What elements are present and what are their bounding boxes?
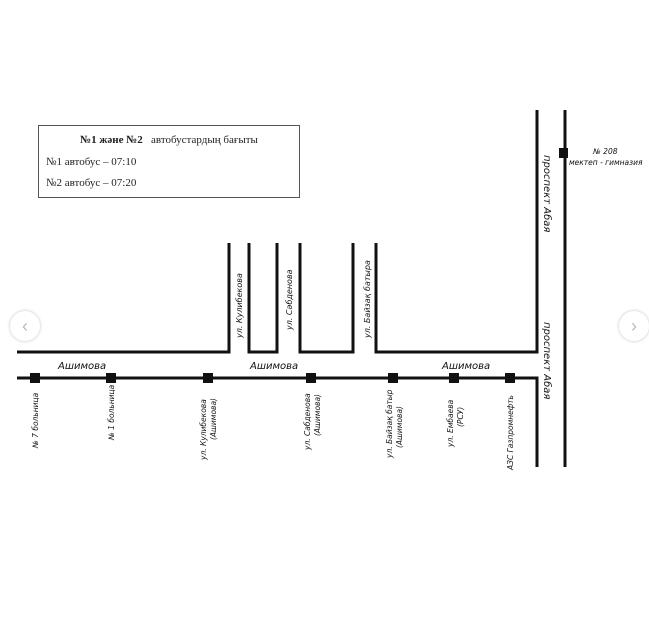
school-label: мектеп - гимназия xyxy=(569,158,643,167)
stop-label: ул. Ембаева xyxy=(446,399,455,448)
street-label-ashimova: Ашимова xyxy=(249,361,298,372)
street-label-ashimova: Ашимова xyxy=(57,361,106,372)
stop-marker[interactable] xyxy=(449,373,459,383)
stop-label: (Ашимова) xyxy=(313,394,322,436)
route-legend: №1 және №2 автобустардың бағыты №1 автоб… xyxy=(38,125,300,198)
stop-label: АЗС Газпромнефть xyxy=(506,395,515,471)
stop-label: ул. Кулибекова xyxy=(199,399,208,461)
carousel-next-button[interactable]: › xyxy=(619,311,649,341)
stops xyxy=(30,148,568,383)
street-label-kulibekova: ул. Кулибекова xyxy=(235,273,244,339)
street-label-baizak: ул. Байзақ батыра xyxy=(363,260,372,339)
stop-label: ул. Сабденова xyxy=(303,393,312,451)
stop-marker[interactable] xyxy=(505,373,515,383)
stop-label: № 7 больница xyxy=(31,392,40,449)
school-label: № 208 xyxy=(592,147,618,156)
street-label-abaya: проспект Абая xyxy=(541,155,553,232)
stop-label: (РСУ) xyxy=(456,407,465,427)
stop-label: (Ашимова) xyxy=(209,398,218,440)
legend-bus-2: №2 автобус – 07:20 xyxy=(46,177,137,189)
stop-marker-school[interactable] xyxy=(559,148,568,158)
road-kulibekova xyxy=(247,243,279,354)
roads xyxy=(17,110,567,467)
carousel-prev-button[interactable]: ‹ xyxy=(10,311,40,341)
stop-marker[interactable] xyxy=(106,373,116,383)
legend-title: №1 және №2 автобустардың бағыты xyxy=(39,134,299,146)
road-route xyxy=(17,376,539,467)
legend-title-bold: №1 және №2 xyxy=(80,134,143,146)
stop-label: № 1 больница xyxy=(107,384,116,441)
stop-marker[interactable] xyxy=(306,373,316,383)
road-baizak xyxy=(374,110,539,354)
stop-label: ул. Байзақ батыр xyxy=(385,389,394,459)
street-label-sabdenova: ул. Сәбденова xyxy=(285,269,294,331)
road-sabdenova xyxy=(298,243,355,354)
street-label-abaya: проспект Абая xyxy=(541,322,553,399)
street-label-ashimova: Ашимова xyxy=(441,361,490,372)
stop-marker[interactable] xyxy=(30,373,40,383)
road-upper-left xyxy=(17,243,231,354)
legend-title-rest: автобустардың бағыты xyxy=(151,134,258,146)
stop-marker[interactable] xyxy=(203,373,213,383)
legend-bus-1: №1 автобус – 07:10 xyxy=(46,156,137,168)
stop-marker[interactable] xyxy=(388,373,398,383)
stop-label: (Ашимова) xyxy=(395,406,404,448)
